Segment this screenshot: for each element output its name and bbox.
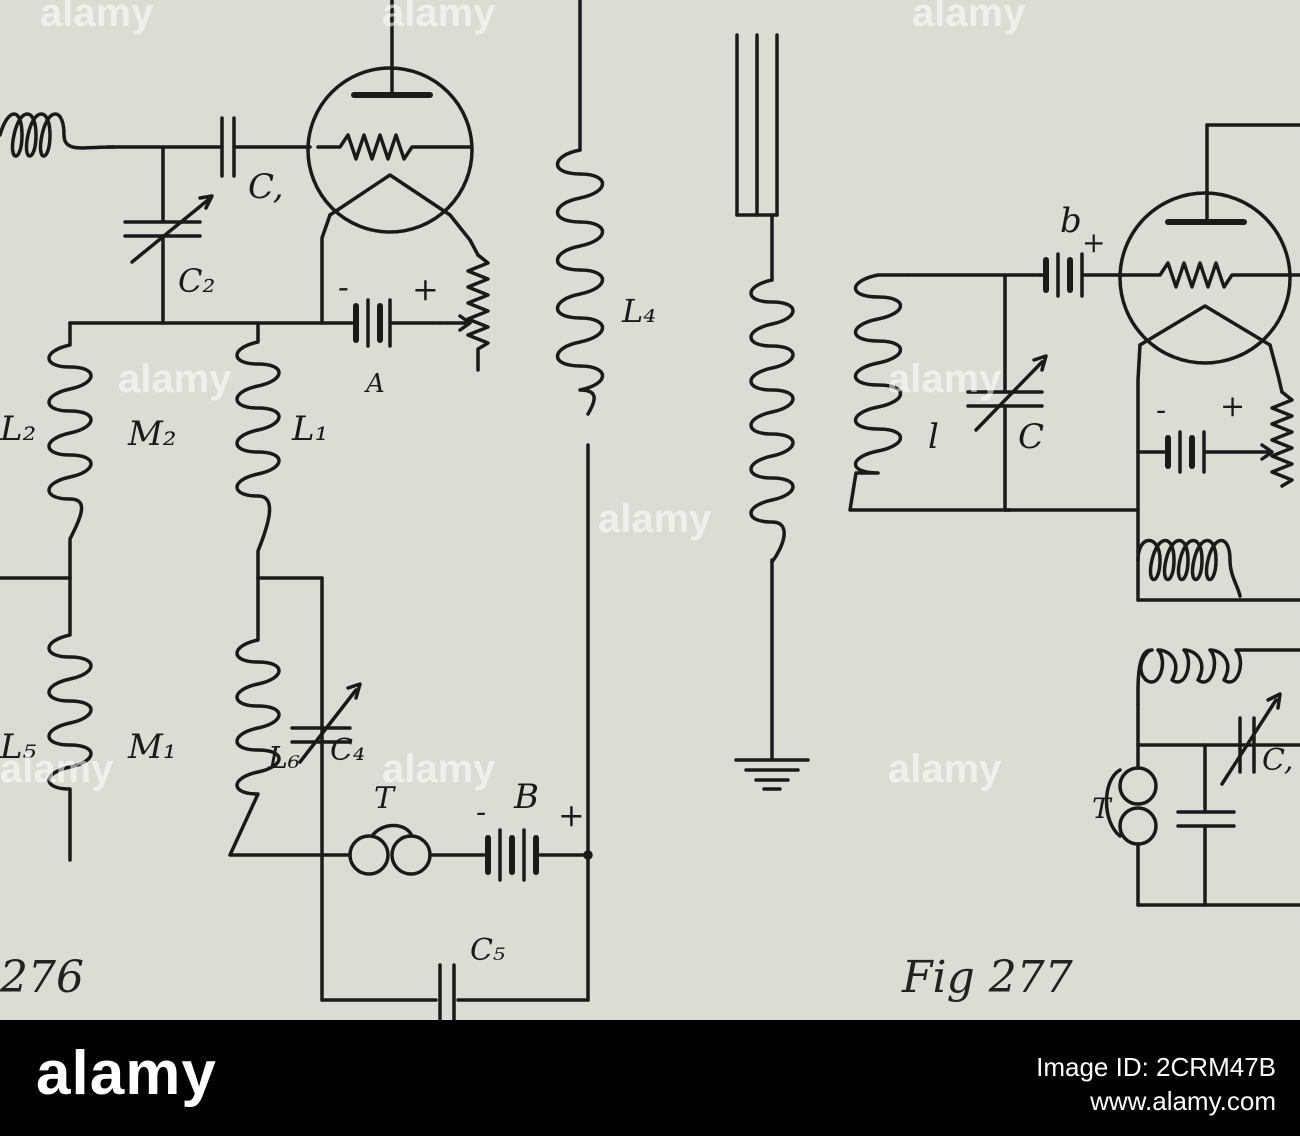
coil-l6 <box>228 576 324 857</box>
watermark-text: alamy <box>912 0 1026 35</box>
footer-url[interactable]: www.alamy.com <box>1090 1086 1276 1116</box>
coil-l <box>848 273 1012 512</box>
stock-footer-bar: alamy Image ID: 2CRM47B www.alamy.com <box>0 1020 1300 1136</box>
label-c5: C₅ <box>470 933 505 968</box>
label-plus-a: + <box>412 270 439 308</box>
secondary-coil <box>1136 648 1300 707</box>
label-l: l <box>928 417 939 457</box>
ground-symbol <box>734 758 810 791</box>
caption-fig-276: 276 <box>0 952 84 1003</box>
label-a: A <box>364 369 385 399</box>
label-minus-277: - <box>1156 393 1166 428</box>
watermark-text: alamy <box>40 0 154 35</box>
label-c1: C, <box>248 167 284 207</box>
label-b-small: b <box>1060 201 1082 241</box>
label-t-276: T <box>374 781 396 816</box>
watermark-text: alamy <box>888 357 1002 401</box>
capacitor-c2 <box>123 194 214 264</box>
label-c4: C₄ <box>330 733 365 768</box>
watermark-text: alamy <box>382 0 496 35</box>
capacitor-c5 <box>438 963 456 1020</box>
coil-l2 <box>47 321 93 580</box>
figure-277 <box>734 33 1300 907</box>
input-coil <box>0 112 116 158</box>
label-b: B <box>513 777 539 817</box>
battery-b-small <box>1038 252 1126 298</box>
capacitor-c4 <box>290 682 362 764</box>
label-c2: C₂ <box>178 262 215 300</box>
label-minus-b: - <box>476 795 486 830</box>
label-l6: L₆ <box>267 741 300 776</box>
watermark-overlay: alamy alamy alamy alamy alamy alamy alam… <box>0 0 1026 791</box>
image-id: Image ID: 2CRM47B <box>1036 1052 1276 1082</box>
label-plus-b: + <box>558 796 585 834</box>
label-t-277: T <box>1092 792 1113 825</box>
coil-l4 <box>556 148 604 416</box>
label-m1: M₁ <box>127 727 176 767</box>
label-m2: M₂ <box>127 414 176 454</box>
caption-fig-277: Fig 277 <box>901 952 1073 1003</box>
label-minus-a: - <box>338 268 349 306</box>
diagram-labels: C, C₂ + - A L₄ L₂ M₂ L₁ L₅ M₁ L₆ C₄ T - … <box>0 167 1293 1003</box>
label-l1: L₁ <box>291 409 328 449</box>
rheostat-277 <box>1270 390 1294 488</box>
battery-a <box>320 298 472 348</box>
watermark-text: alamy <box>598 497 712 541</box>
telephone-receiver-276 <box>320 823 486 876</box>
vacuum-tube-276 <box>306 0 474 234</box>
battery-filament-277 <box>1136 430 1274 474</box>
label-l4: L₄ <box>621 292 656 330</box>
watermark-text: alamy <box>118 357 232 401</box>
watermark-text: alamy <box>888 747 1002 791</box>
capacitor-fixed-277 <box>1176 810 1236 828</box>
watermark-text: alamy <box>0 747 114 791</box>
capacitor-c1 <box>220 116 236 178</box>
plate-coil <box>1136 538 1242 598</box>
alamy-logo[interactable]: alamy <box>36 1039 217 1108</box>
label-plus-277: + <box>1220 389 1245 424</box>
label-plus-b-small: + <box>1082 226 1105 259</box>
telephone-receiver-277 <box>1104 766 1158 846</box>
label-c-277: C <box>1018 417 1044 457</box>
circuit-diagram-scan: C, C₂ + - A L₄ L₂ M₂ L₁ L₅ M₁ L₆ C₄ T - … <box>0 0 1300 1020</box>
label-c-partial: C, <box>1262 743 1293 778</box>
label-l5: L₅ <box>0 727 37 767</box>
label-l2: L₂ <box>0 409 36 449</box>
antenna <box>735 33 779 282</box>
antenna-coil <box>749 278 795 564</box>
watermark-text: alamy <box>382 747 496 791</box>
battery-b <box>485 828 590 882</box>
vacuum-tube-277 <box>1118 123 1300 365</box>
coil-l5 <box>47 576 93 862</box>
figure-276 <box>0 0 604 1020</box>
rheostat-276 <box>466 253 490 372</box>
capacitor-c-partial <box>1220 692 1282 786</box>
image-id-info: Image ID: 2CRM47B www.alamy.com <box>1036 1050 1276 1118</box>
coil-l1 <box>235 321 281 580</box>
